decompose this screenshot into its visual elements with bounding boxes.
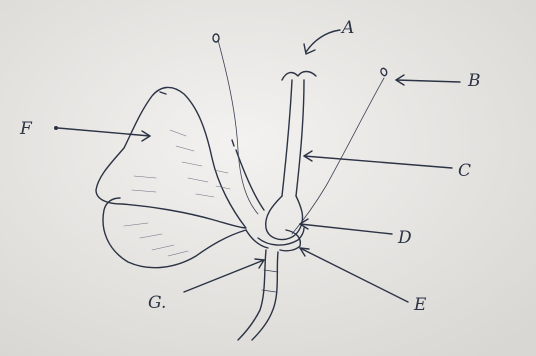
label-g: G. — [148, 293, 166, 313]
label-f: F — [19, 119, 33, 139]
label-c: C — [458, 161, 471, 181]
label-b: B — [467, 71, 481, 91]
label-d: D — [397, 228, 412, 248]
label-e: E — [413, 295, 427, 315]
pointer-f-dot — [54, 126, 58, 130]
label-a: A — [340, 18, 354, 38]
